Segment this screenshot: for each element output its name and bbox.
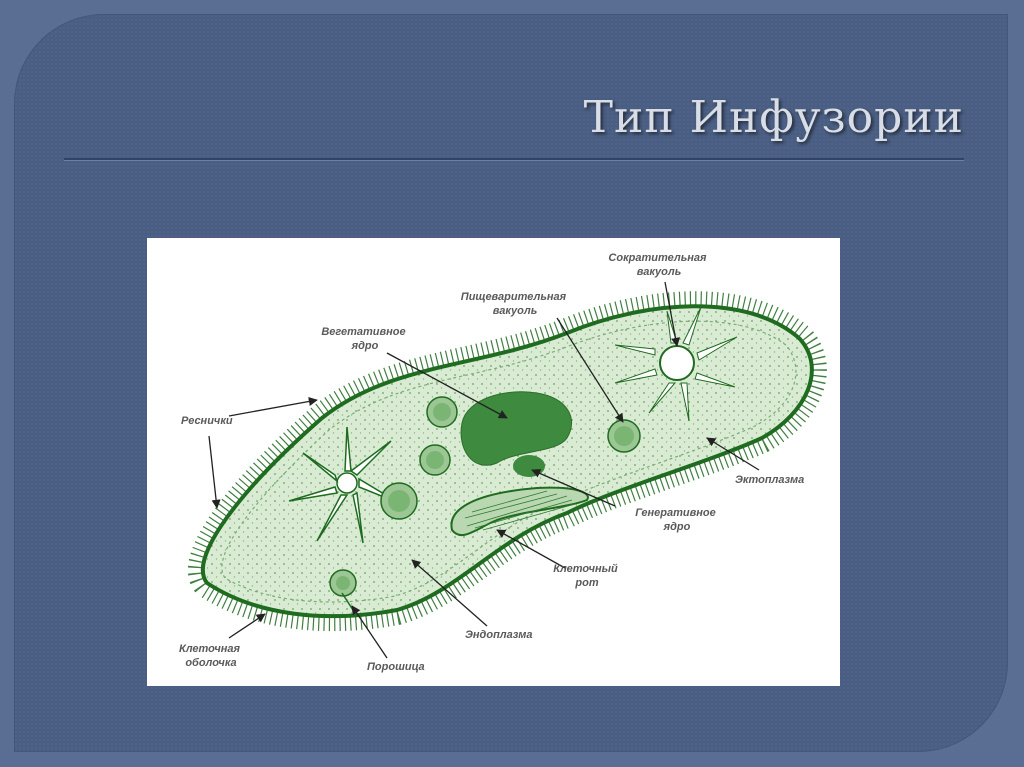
leader-lines [208, 281, 760, 659]
label-endoplasm: Эндоплазма [465, 629, 532, 641]
label-cell-membrane: Клеточная оболочка [179, 643, 243, 669]
anal-pore-canal [341, 592, 354, 611]
label-digestive-vacuole: Пищеварительная вакуоль [461, 291, 569, 317]
ectoplasm-border [221, 320, 797, 603]
label-vegetative-nucleus: Вегетативное ядро [321, 326, 408, 352]
label-ectoplasm: Эктоплазма [735, 474, 804, 486]
label-anal-pore: Порошица [367, 661, 425, 673]
vegetative-nucleus [460, 391, 573, 466]
contractile-vacuole-right [614, 306, 738, 422]
label-cell-mouth: Клеточный рот [553, 563, 621, 589]
contractile-vacuole-left [288, 426, 400, 544]
cell-mouth [450, 486, 589, 537]
label-cilia: Реснички [181, 415, 233, 427]
label-contractile-vacuole: Сократительная вакуоль [608, 252, 709, 278]
slide-title: Тип Инфузории [583, 92, 964, 143]
paramecium-diagram: Сократительная вакуоль Пищеварительная в… [147, 238, 840, 686]
label-generative-nucleus: Генеративное ядро [635, 507, 719, 533]
title-divider [64, 158, 964, 161]
